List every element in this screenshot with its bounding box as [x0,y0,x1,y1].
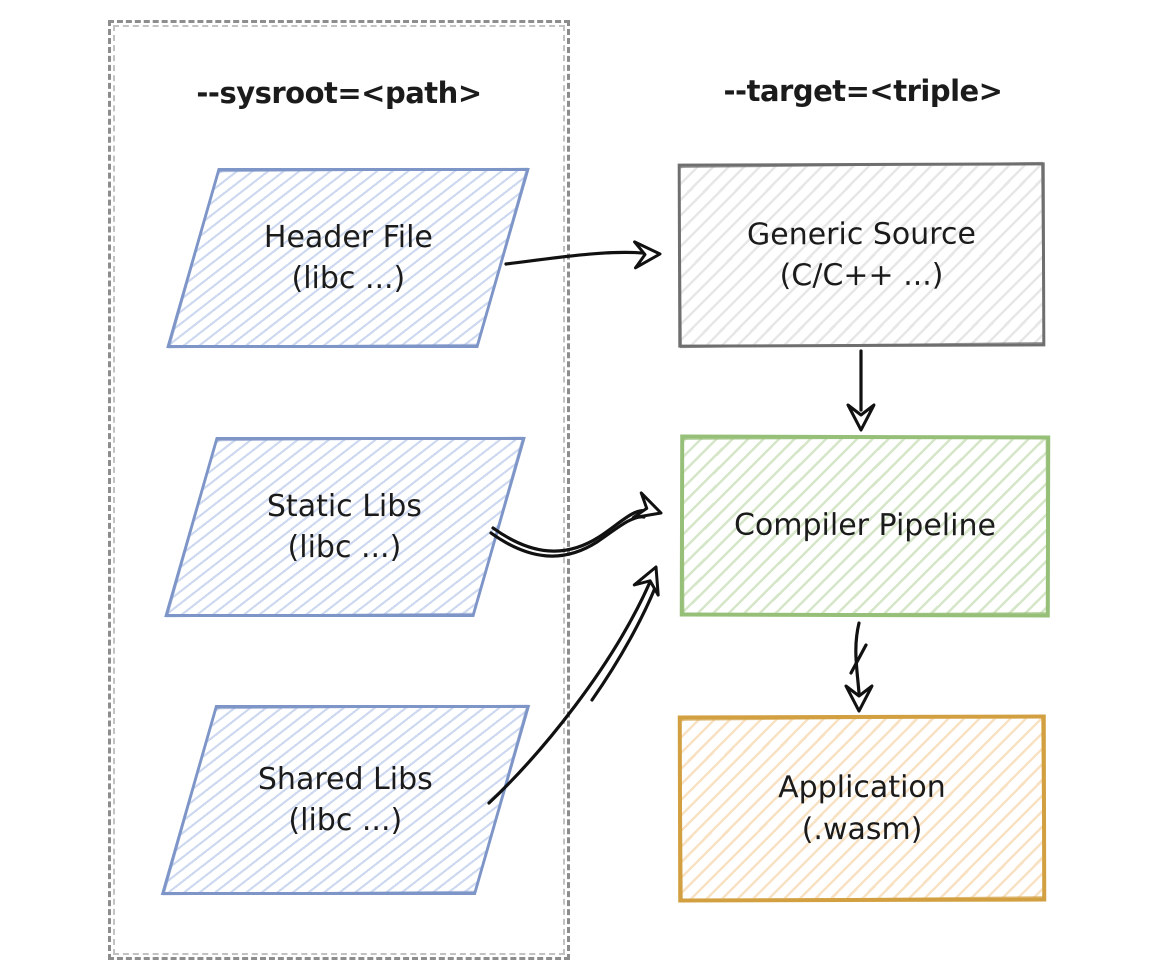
node-compiler-pipeline-label: Compiler Pipeline [734,505,996,547]
node-application: Application (.wasm) [677,714,1047,903]
node-static-libs-label: Static Libs (libc ...) [267,486,422,569]
node-static-libs-line1: Static Libs [267,488,423,524]
node-generic-source-label: Generic Source (C/C++ ...) [747,213,976,297]
node-header-file-label: Header File (libc ...) [264,217,433,300]
node-generic-source-line2: (C/C++ ...) [779,257,944,294]
node-shared-libs: Shared Libs (libc ...) [160,705,531,895]
node-application-label: Application (.wasm) [778,767,946,850]
node-shared-libs-line2: (libc ...) [288,803,403,838]
sysroot-title: --sysroot=<path> [196,76,482,110]
node-generic-source: Generic Source (C/C++ ...) [677,162,1046,348]
node-static-libs: Static Libs (libc ...) [164,437,526,617]
node-static-libs-line2: (libc ...) [288,530,402,565]
arrow-source-to-pipeline [846,349,876,432]
node-header-file-line2: (libc ...) [291,261,405,296]
node-compiler-pipeline: Compiler Pipeline [679,434,1051,618]
node-compiler-pipeline-line1: Compiler Pipeline [733,507,997,544]
node-application-line2: (.wasm) [801,811,923,847]
node-header-file: Header File (libc ...) [166,168,530,348]
sysroot-dashed-container [108,20,570,960]
target-title: --target=<triple> [723,74,1003,108]
node-header-file-line1: Header File [263,219,433,255]
node-shared-libs-line1: Shared Libs [258,761,433,797]
arrow-pipeline-to-application [844,621,874,713]
node-application-line1: Application [778,769,946,806]
node-generic-source-line1: Generic Source [746,216,976,253]
node-shared-libs-label: Shared Libs (libc ...) [258,759,433,842]
